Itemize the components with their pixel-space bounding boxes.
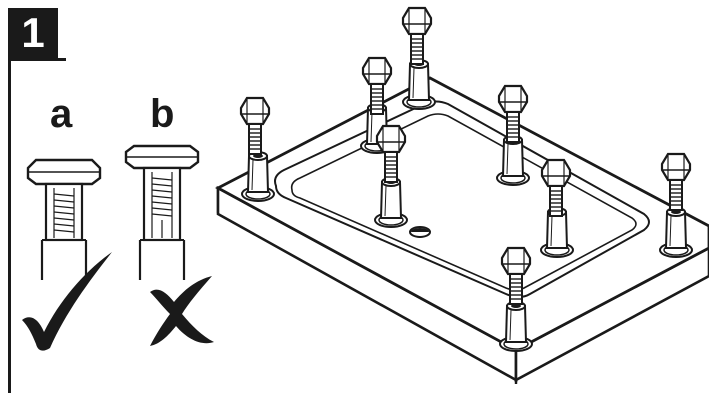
step-bracket-horizontal xyxy=(8,58,66,61)
bolt-icon xyxy=(660,152,692,212)
option-b-label: b xyxy=(150,92,175,136)
bolt-correct-depth xyxy=(26,158,102,280)
step-number-badge: 1 xyxy=(8,8,58,58)
bolt-icon xyxy=(239,96,271,156)
bolt-icon xyxy=(401,6,433,66)
bolt-incorrect-depth xyxy=(124,144,200,280)
base-plate xyxy=(215,76,709,384)
cross-icon xyxy=(150,276,214,346)
step-bracket-vertical xyxy=(8,58,11,393)
checkmark-icon xyxy=(22,252,112,351)
option-a-label: a xyxy=(50,92,73,136)
